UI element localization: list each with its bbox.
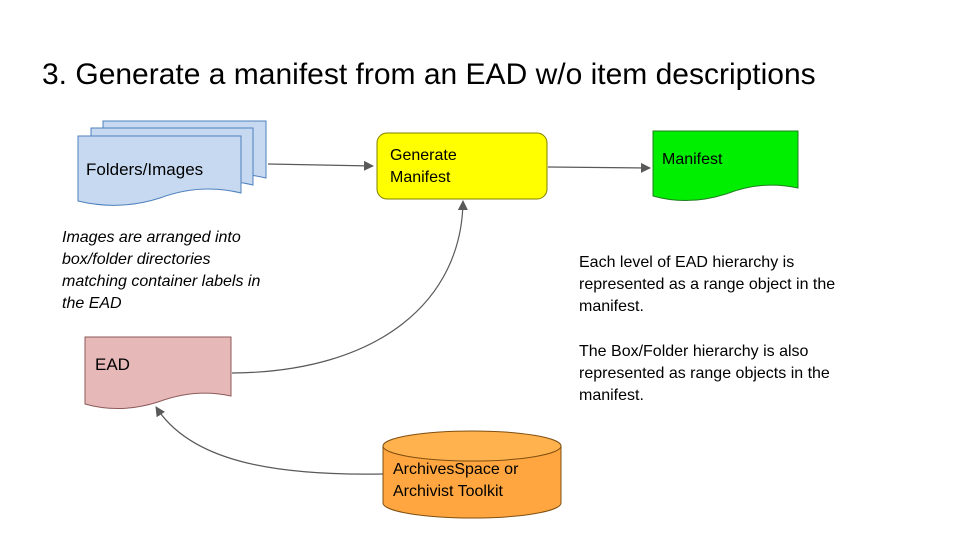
archives-line1: ArchivesSpace or — [393, 461, 519, 478]
generate-manifest-box — [376, 132, 548, 200]
folders-images-label: Folders/Images — [86, 160, 204, 179]
archives-database-shape — [382, 430, 562, 519]
box-folder-note-line: manifest. — [579, 387, 644, 404]
arrow-folders-to-generate — [267, 160, 374, 171]
arrow-ead-to-generate — [231, 200, 468, 374]
generate-manifest-label: Generate Manifest — [390, 145, 457, 189]
manifest-document-shape — [652, 130, 799, 202]
box-folder-note-line: The Box/Folder hierarchy is also — [579, 343, 809, 360]
ead-label: EAD — [95, 355, 130, 374]
images-note-line: box/folder directories — [62, 251, 211, 268]
ead-hierarchy-note: Each level of EAD hierarchy is represent… — [579, 252, 835, 318]
slide-title: 3. Generate a manifest from an EAD w/o i… — [42, 58, 816, 91]
box-folder-note-line: represented as range objects in the — [579, 365, 830, 382]
generate-manifest-line1: Generate — [390, 147, 457, 164]
generate-manifest-line2: Manifest — [390, 169, 451, 186]
images-note-line: Images are arranged into — [62, 229, 241, 246]
ead-hierarchy-note-line: represented as a range object in the — [579, 276, 836, 293]
arrow-archives-to-ead — [155, 406, 384, 475]
arrow-generate-to-manifest — [547, 162, 651, 173]
manifest-label: Manifest — [662, 151, 723, 168]
images-note-line: the EAD — [62, 295, 122, 312]
box-folder-note: The Box/Folder hierarchy is also represe… — [579, 341, 830, 407]
folders-images-shape — [77, 120, 267, 206]
archives-line2: Archivist Toolkit — [393, 483, 503, 500]
ead-document-shape — [84, 336, 232, 410]
ead-hierarchy-note-line: manifest. — [579, 298, 644, 315]
images-note-line: matching container labels in — [62, 273, 261, 290]
images-note: Images are arranged into box/folder dire… — [62, 227, 260, 315]
archives-label: ArchivesSpace or Archivist Toolkit — [393, 459, 518, 503]
ead-hierarchy-note-line: Each level of EAD hierarchy is — [579, 254, 795, 271]
